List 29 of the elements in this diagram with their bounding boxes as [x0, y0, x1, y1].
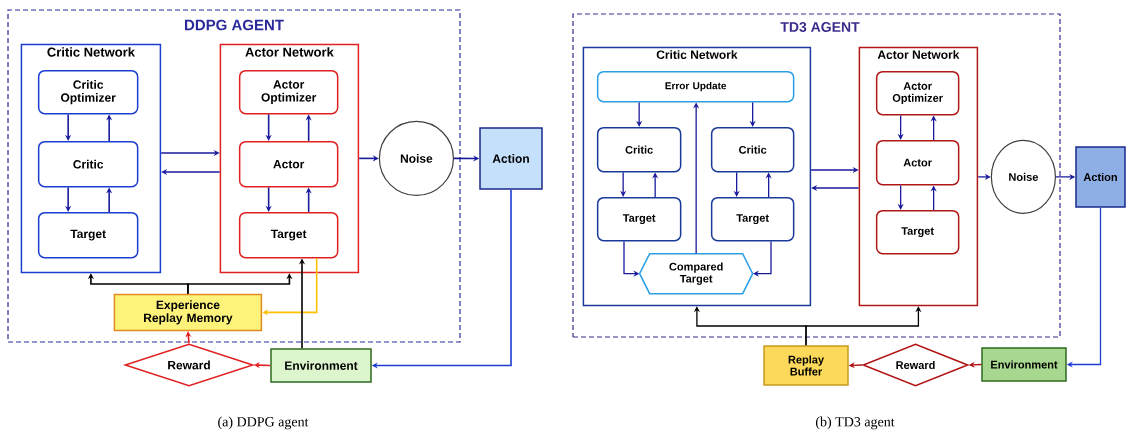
process-box: Target [238, 211, 339, 259]
process-box: Actor Optimizer [238, 69, 339, 115]
process-box: Target [596, 196, 682, 242]
process-box: Actor Optimizer [875, 70, 960, 116]
arrow [636, 101, 643, 127]
arrow [977, 173, 991, 180]
process-box: Critic Optimizer [37, 69, 139, 115]
process-box: Error Update [596, 70, 795, 103]
hexagon-box: Compared Target [638, 252, 754, 295]
environment-box: Environment [981, 347, 1067, 382]
environment-box: Environment [270, 348, 372, 383]
caption: (a) DDPG agent [218, 416, 309, 430]
process-box: Target [710, 196, 795, 242]
caption: (b) TD3 agent [815, 416, 895, 430]
buffer-box: Replay Buffer [763, 345, 849, 386]
process-box: Critic [710, 126, 795, 173]
action-box: Action [479, 127, 543, 190]
arrow [262, 257, 318, 316]
arrow [65, 186, 72, 212]
process-box: Target [875, 209, 960, 255]
process-box: Critic [37, 140, 139, 188]
process-box: Target [37, 211, 139, 259]
process-box: Actor [875, 139, 960, 186]
process-box: Actor [238, 140, 339, 188]
action-box: Action [1075, 146, 1126, 208]
arrow [620, 171, 627, 197]
arrow [65, 113, 72, 141]
process-box: Critic [596, 126, 682, 173]
memory-box: Experience Replay Memory [113, 293, 263, 332]
